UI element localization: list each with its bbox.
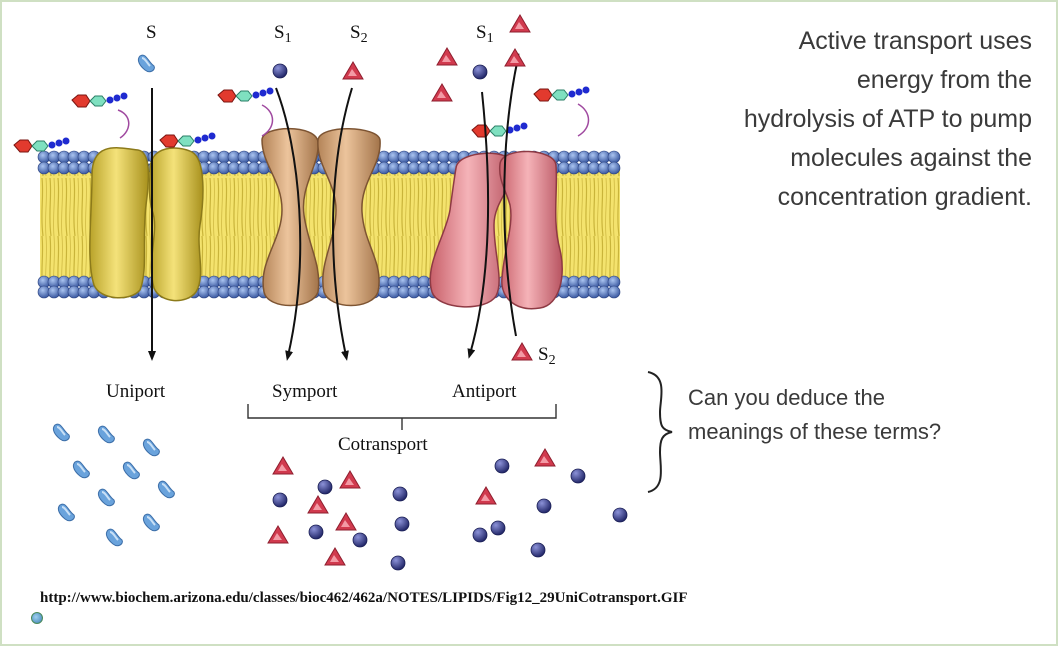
uniport-protein bbox=[89, 147, 204, 302]
globe-icon bbox=[31, 612, 43, 624]
cotransport-bracket bbox=[247, 404, 557, 430]
symport-label: Symport bbox=[272, 381, 338, 402]
antiport-substrate-1-label: S1 bbox=[476, 22, 494, 46]
uniport-substrate-label: S bbox=[146, 22, 157, 43]
question-text: Can you deduce the meanings of these ter… bbox=[688, 385, 942, 444]
source-url-link[interactable]: http://www.biochem.arizona.edu/classes/b… bbox=[40, 590, 688, 606]
atp-molecules bbox=[13, 86, 590, 153]
main-explanation-text: Active transport uses energy from the hy… bbox=[743, 27, 1032, 211]
curly-brace bbox=[647, 371, 673, 493]
symport-substrate-1-label: S1 bbox=[274, 22, 292, 46]
uniport-label: Uniport bbox=[106, 381, 166, 402]
antiport-protein bbox=[429, 150, 563, 310]
cotransport-label: Cotransport bbox=[338, 434, 428, 455]
antiport-substrate-2-label: S2 bbox=[538, 344, 556, 368]
symport-substrate-2-label: S2 bbox=[350, 22, 368, 46]
transport-arrows bbox=[148, 53, 521, 361]
antiport-label: Antiport bbox=[452, 381, 517, 402]
